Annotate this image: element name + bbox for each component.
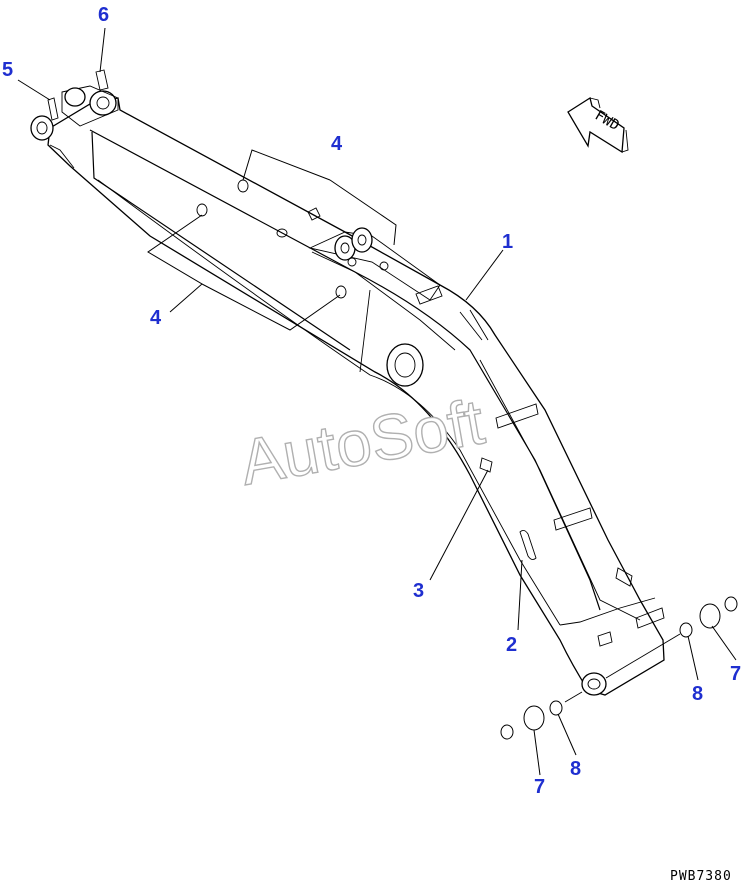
hose-clamp-5 <box>415 285 443 305</box>
hose-clamp-6 <box>479 457 493 473</box>
boom-foot-side <box>49 144 75 169</box>
leader-4b <box>147 214 341 331</box>
hose-clamp-7 <box>597 631 613 647</box>
drawing-number: PWB7380 <box>670 869 732 884</box>
leader-7b <box>533 729 541 776</box>
boom-foot-bore-2 <box>96 96 110 110</box>
leader-8b <box>557 713 577 756</box>
boom-inner-edge <box>359 289 371 373</box>
callout-5: 5 <box>2 59 13 81</box>
lifting-lug-5 <box>47 97 59 121</box>
leader-3 <box>429 469 489 581</box>
callout-7-right: 7 <box>730 663 741 685</box>
shim-left-2 <box>500 724 514 740</box>
leader-7a <box>711 625 737 661</box>
boom-front-edge <box>479 359 641 621</box>
boom-foot-boss <box>30 115 54 141</box>
bracket-boss-2 <box>351 227 373 253</box>
shim-left-1 <box>549 700 563 716</box>
hose-clamp-3 <box>615 567 633 587</box>
boom-foot-boss-3 <box>64 87 86 107</box>
callout-8-left: 8 <box>570 758 581 780</box>
pin-axis-left <box>564 691 583 703</box>
hose-line <box>459 309 489 341</box>
hose-clamp-2 <box>553 507 593 531</box>
boom-top-ridge <box>89 129 601 611</box>
cylinder-bracket-rib <box>311 251 456 351</box>
plug-hole-2 <box>196 203 208 217</box>
boom-assembly <box>30 69 665 696</box>
boom-head-boss <box>581 672 607 696</box>
fwd-arrow-shape <box>567 96 625 154</box>
fwd-arrow-depth <box>589 97 629 153</box>
callout-4-bottom: 4 <box>150 307 162 329</box>
boom-outline <box>47 97 665 696</box>
leader-1 <box>465 249 504 301</box>
watermark: AutoSoft <box>235 385 489 499</box>
callout-4-top: 4 <box>331 133 343 155</box>
callout-8-right: 8 <box>692 683 703 705</box>
bracket-bore-2 <box>357 234 367 246</box>
callouts: 1 2 3 4 4 5 6 7 7 8 8 <box>2 4 741 798</box>
pin-axis-right <box>605 633 681 679</box>
hose-clamp-1 <box>495 403 539 429</box>
bushing-left <box>523 705 545 731</box>
callout-6: 6 <box>98 4 109 26</box>
plug-hole-4 <box>276 228 288 238</box>
boom-side-edge <box>97 179 561 626</box>
boom-foot-boss-2 <box>89 90 117 116</box>
shim-right-2 <box>724 596 738 612</box>
leader-4a <box>242 149 397 246</box>
bracket-bore-1 <box>340 242 350 254</box>
callout-7-left: 7 <box>534 776 545 798</box>
boom-front-lower <box>559 597 656 626</box>
leader-6 <box>99 27 106 73</box>
callout-2: 2 <box>506 634 517 656</box>
fwd-arrow: FWD <box>567 96 629 154</box>
boom-side-face <box>91 131 351 351</box>
clamp-top-1 <box>307 207 321 221</box>
leader-lines <box>17 27 737 776</box>
leader-8a <box>687 635 699 681</box>
leader-2 <box>517 559 523 631</box>
plug-hole-3 <box>335 285 347 299</box>
boom-foot-bore <box>36 121 48 135</box>
bracket-hole-1 <box>347 257 357 267</box>
boom-head-bore <box>587 678 601 690</box>
boom-slot <box>519 529 537 561</box>
shim-right-1 <box>679 622 693 638</box>
callout-1: 1 <box>502 231 513 253</box>
bushing-right <box>699 603 721 629</box>
cylinder-bracket <box>308 231 441 301</box>
bracket-hole-2 <box>379 261 389 271</box>
hose-clamp-4 <box>635 607 665 629</box>
loose-parts <box>500 596 738 740</box>
boom-foot-plate <box>61 85 119 127</box>
boom-center-boss <box>386 343 424 387</box>
leader-5 <box>17 79 51 101</box>
lifting-lug-6 <box>95 69 109 91</box>
boom-center-bore <box>394 352 416 378</box>
callout-3: 3 <box>413 580 424 602</box>
